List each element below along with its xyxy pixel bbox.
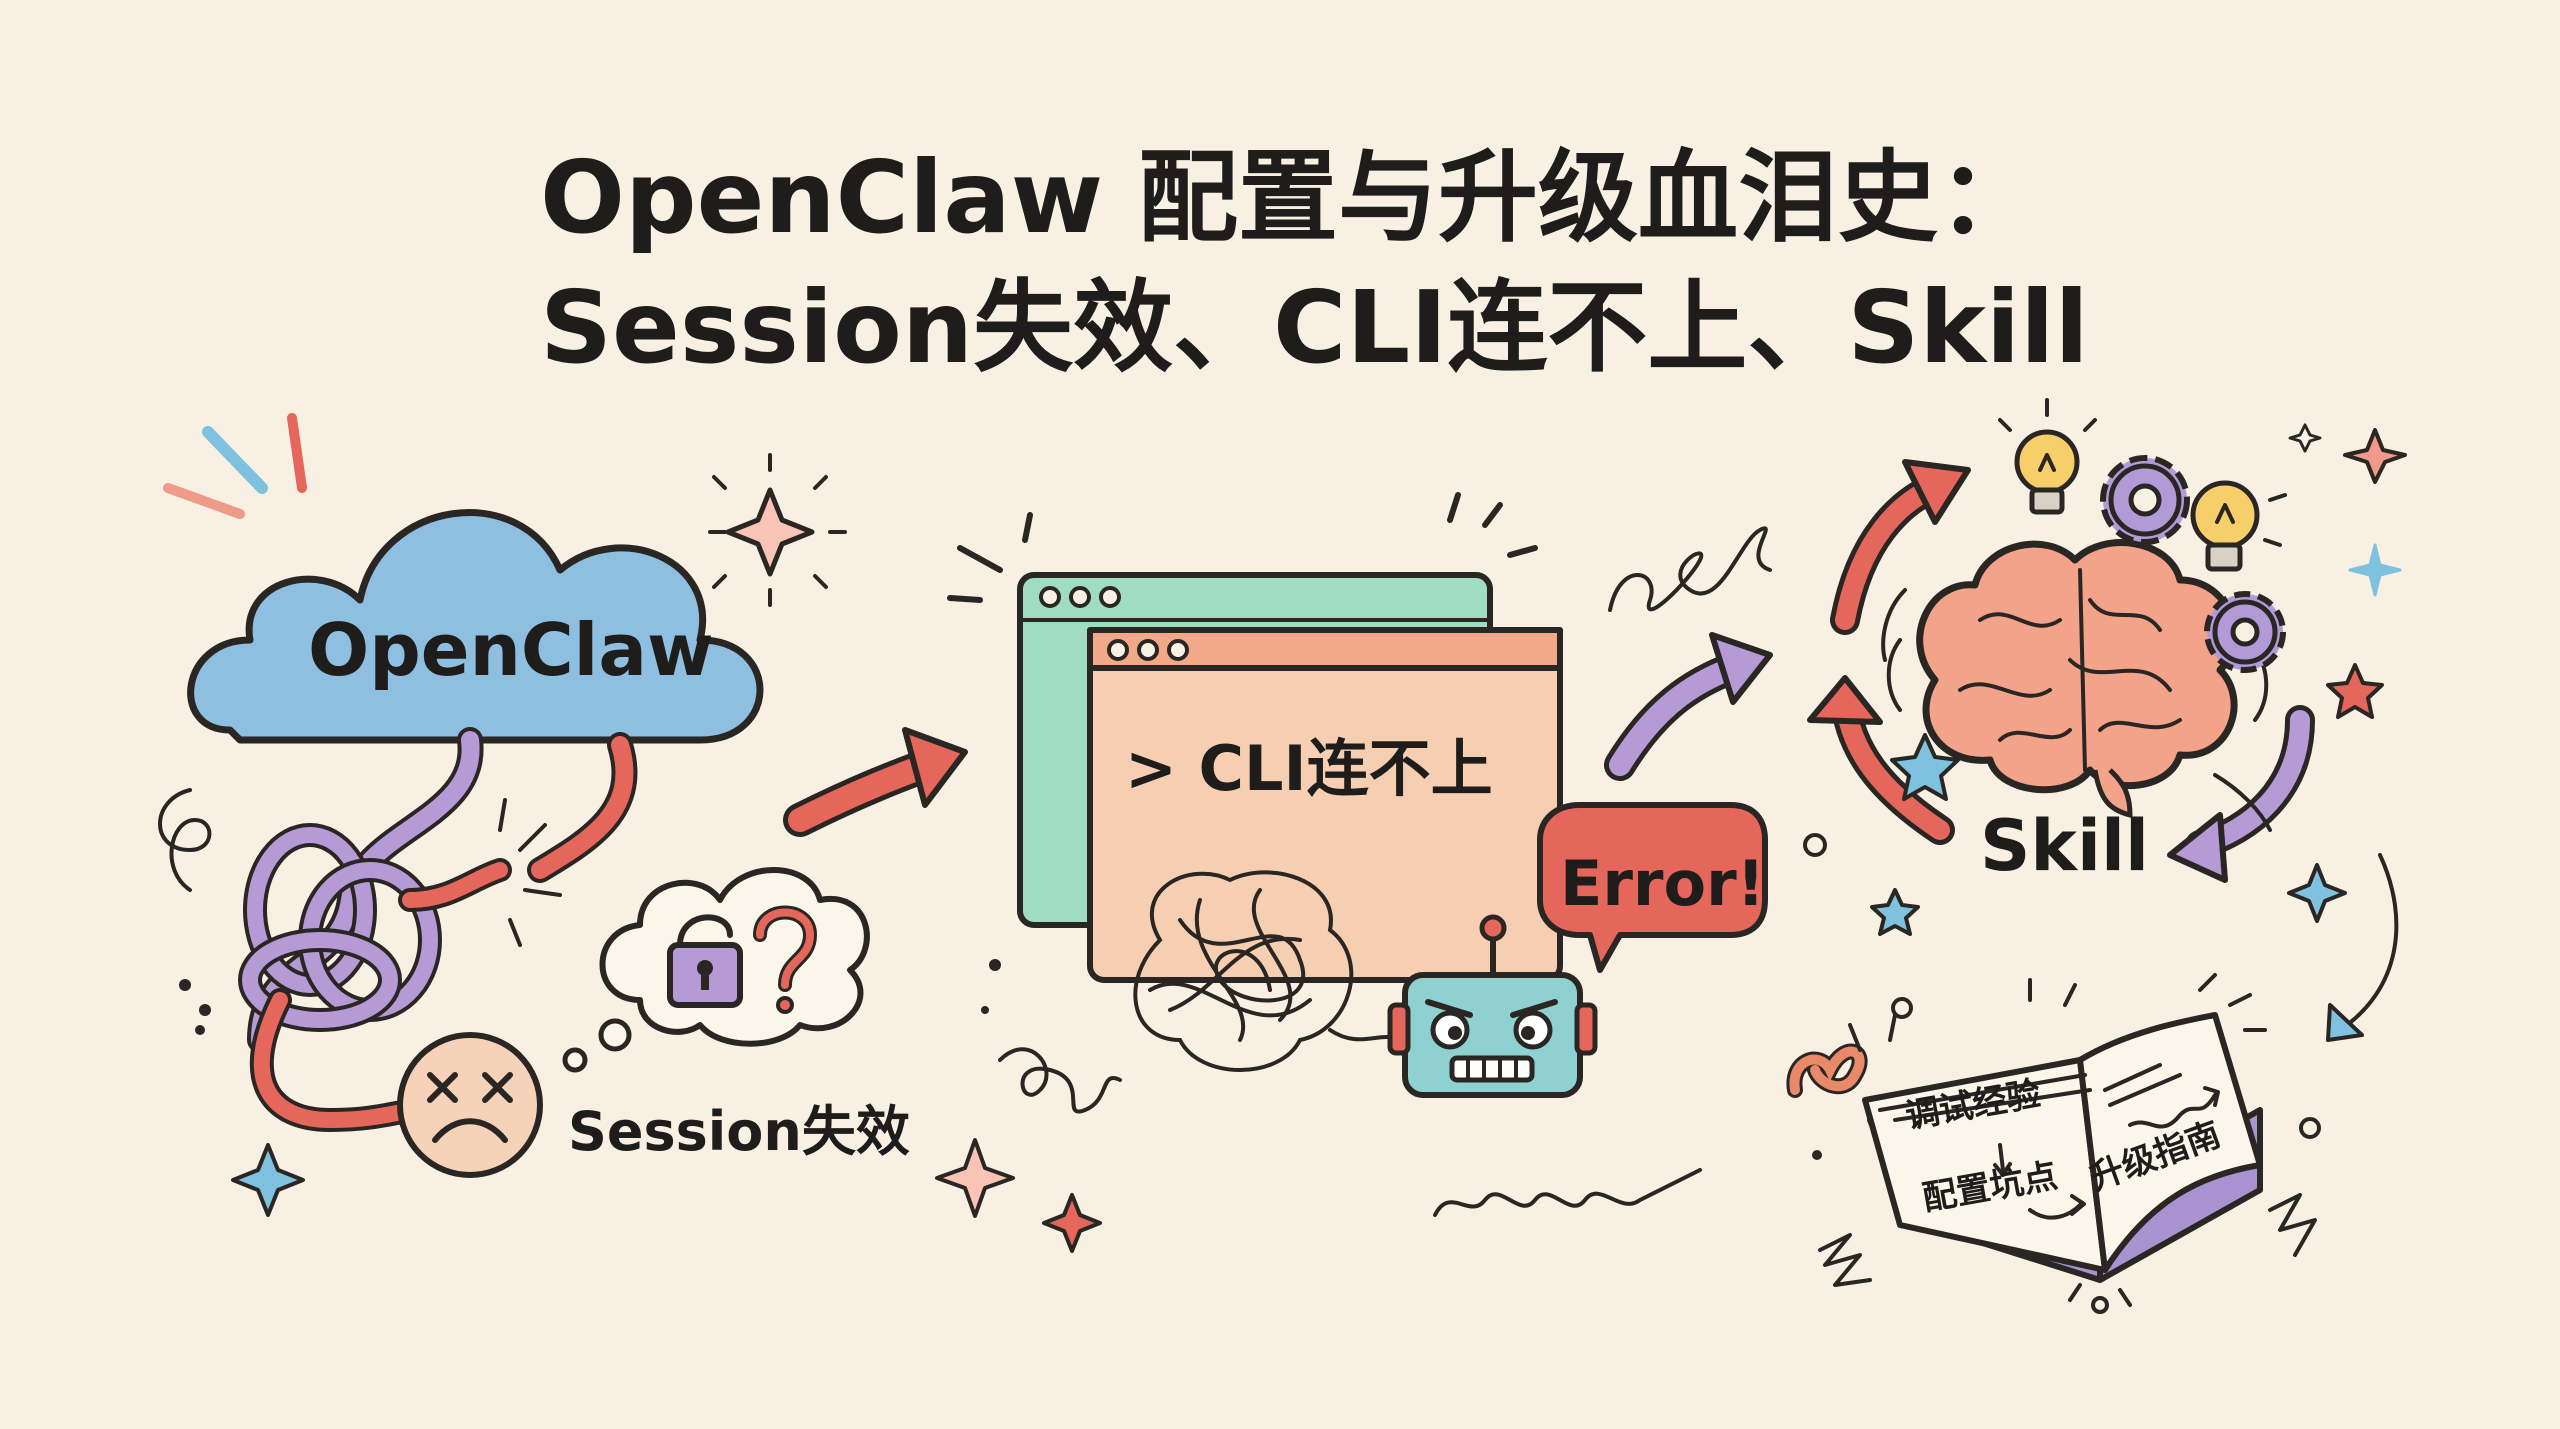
swirl-doodle — [158, 788, 212, 1035]
sparkle-blue-icon — [231, 1143, 305, 1217]
sparkle-blue-right-icon — [2348, 543, 2402, 597]
squiggle-doodle — [998, 1047, 1122, 1114]
loop-doodle — [1608, 526, 1772, 612]
lightbulb-icon-2 — [2190, 480, 2287, 572]
title-line-1: OpenClaw 配置与升级血泪史： — [540, 139, 2038, 256]
burst-lines — [163, 413, 307, 519]
arrow-right-red — [783, 727, 968, 837]
angry-robot-icon — [1387, 914, 1598, 1098]
star-blue-icon — [1890, 733, 1960, 801]
zigzag-doodle — [1818, 1233, 1872, 1287]
arrow-purple-up — [1604, 632, 1773, 781]
sparkle-icon — [708, 453, 847, 607]
trend-chart-icon — [2103, 1063, 2220, 1129]
unlocked-padlock-icon — [667, 914, 743, 1008]
sparkle-red-icon — [1042, 1193, 1102, 1253]
star-pink-icon — [2343, 428, 2407, 484]
brain-icon: Skill — [1886, 539, 2269, 887]
page-title: OpenClaw 配置与升级血泪史： Session失效、CLI连不上、Skil… — [540, 139, 2089, 386]
middle-panel: > CLI连不上 Error! — [935, 492, 1768, 1253]
star-small-outline — [2288, 423, 2322, 453]
title-line-2: Session失效、CLI连不上、Skill — [540, 269, 2089, 386]
star-red-icon — [2326, 663, 2384, 719]
error-text: Error! — [1560, 847, 1765, 920]
session-caption: Session失效 — [568, 1100, 910, 1163]
gear-icon — [2100, 455, 2190, 545]
zigzag-doodle-2 — [2268, 1193, 2317, 1257]
lightbulb-icon — [1998, 398, 2097, 515]
cloud-label: OpenClaw — [308, 608, 713, 692]
arrow-purple-curved — [2167, 705, 2315, 883]
sad-face-icon — [397, 1032, 543, 1178]
sparkle-blue-right-2-icon — [2287, 863, 2347, 923]
skill-label: Skill — [1980, 805, 2149, 887]
gear-icon-2 — [2204, 591, 2286, 673]
star-blue-small-icon — [1870, 888, 1920, 936]
arrow-red-down — [1807, 675, 1955, 845]
cloud-icon: OpenClaw — [187, 509, 764, 744]
arrow-red-curved — [1830, 459, 1971, 635]
error-bubble: Error! — [1537, 802, 1768, 973]
open-book-icon: 调试经验 配置坑点 升级指南 — [1848, 973, 2267, 1283]
question-mark-icon — [753, 905, 818, 1014]
arrow-thin-down — [2326, 853, 2399, 1042]
thought-bubble — [562, 867, 870, 1073]
sparkle-peach-icon — [935, 1138, 1015, 1218]
tangled-cable-icon — [238, 727, 638, 1133]
wave-doodle — [1433, 1168, 1702, 1217]
left-panel: OpenClaw — [158, 413, 910, 1217]
right-panel: Skill — [1786, 398, 2407, 1314]
terminal-text: > CLI连不上 — [1125, 732, 1493, 805]
terminal-window-icon: > CLI连不上 — [1087, 627, 1563, 983]
